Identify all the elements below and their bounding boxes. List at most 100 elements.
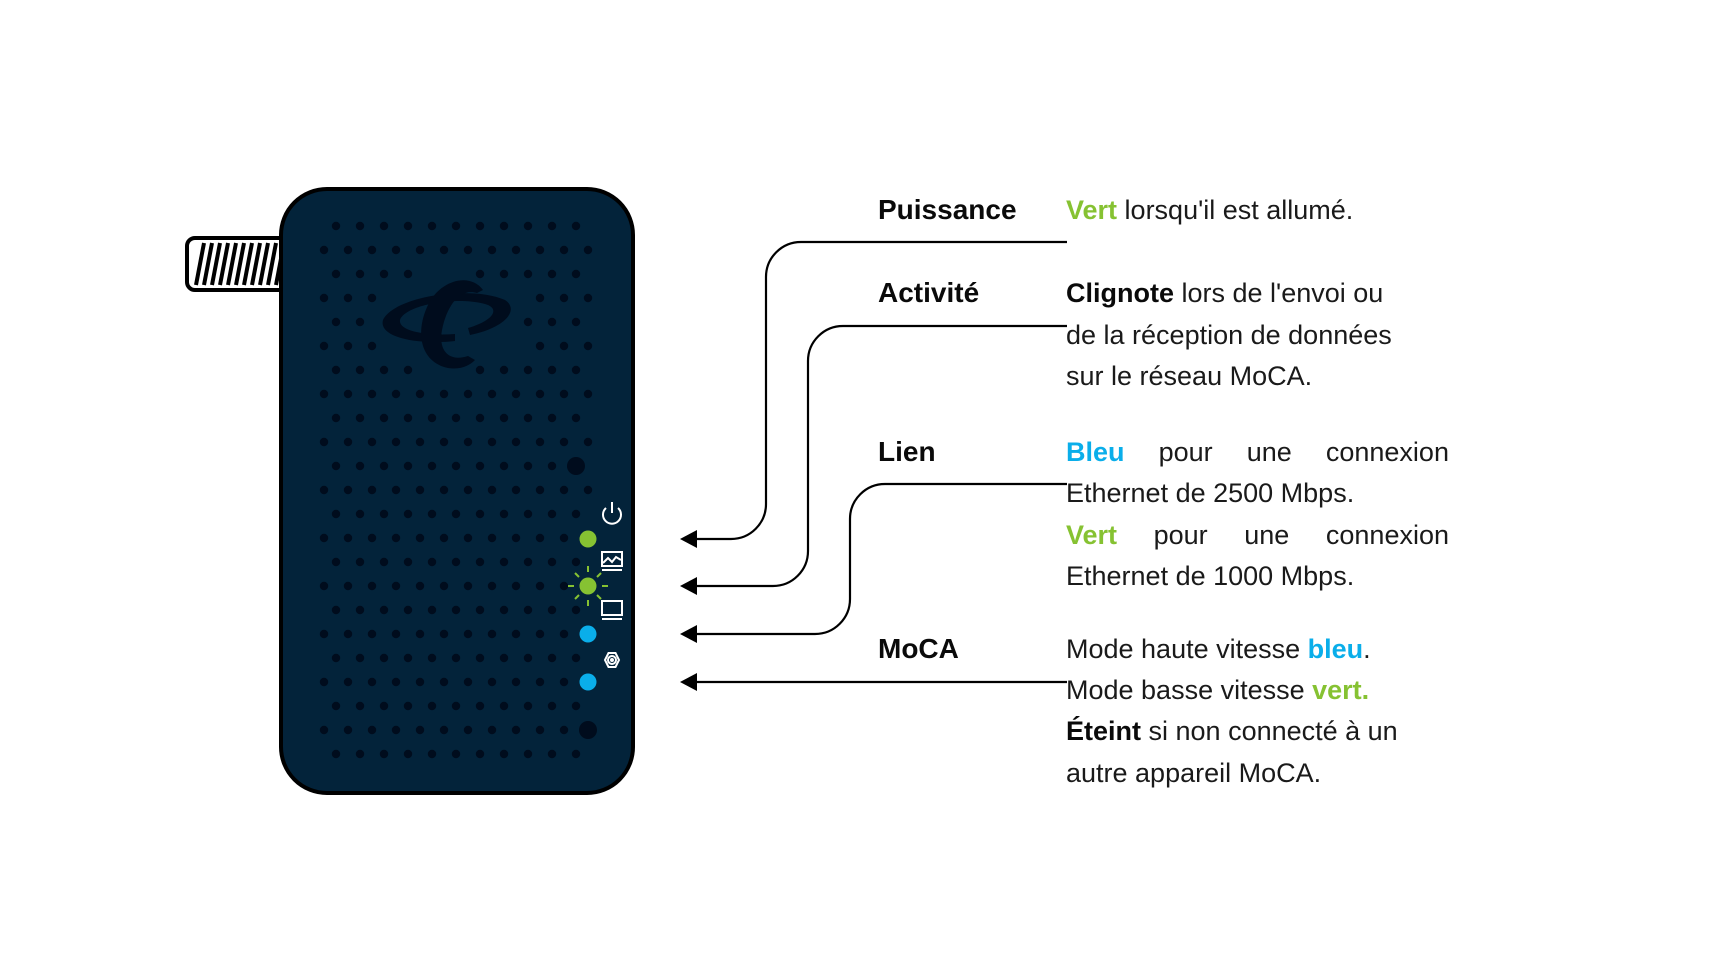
speaker-hole xyxy=(427,701,437,711)
speaker-hole xyxy=(451,557,461,567)
speaker-hole xyxy=(427,221,437,231)
activity-chart-icon xyxy=(601,551,623,571)
speaker-hole xyxy=(499,653,509,663)
speaker-hole xyxy=(475,461,485,471)
speaker-hole xyxy=(319,437,329,447)
speaker-hole xyxy=(499,221,509,231)
speaker-hole xyxy=(571,269,581,279)
speaker-hole xyxy=(523,749,533,759)
speaker-hole xyxy=(379,461,389,471)
speaker-hole xyxy=(571,413,581,423)
speaker-hole xyxy=(547,317,557,327)
speaker-hole xyxy=(391,533,401,543)
speaker-hole xyxy=(343,725,353,735)
description-text: Mode basse vitesse xyxy=(1066,675,1313,705)
speaker-hole xyxy=(451,605,461,615)
speaker-hole xyxy=(583,245,593,255)
speaker-hole xyxy=(463,437,473,447)
speaker-hole xyxy=(499,749,509,759)
power-icon xyxy=(602,502,622,525)
speaker-hole xyxy=(463,389,473,399)
speaker-hole xyxy=(367,629,377,639)
label-activity: Activité xyxy=(878,277,980,308)
speaker-hole xyxy=(571,317,581,327)
speaker-hole xyxy=(523,557,533,567)
connector-thread xyxy=(250,242,262,286)
speaker-hole xyxy=(475,221,485,231)
connector-thread xyxy=(242,242,254,286)
speaker-hole xyxy=(367,341,377,351)
speaker-hole xyxy=(343,389,353,399)
speaker-hole xyxy=(499,365,509,375)
speaker-hole xyxy=(439,533,449,543)
speaker-hole xyxy=(355,509,365,519)
label-link: Lien xyxy=(878,436,936,467)
speaker-hole xyxy=(415,533,425,543)
arrow-link xyxy=(680,625,697,643)
speaker-hole xyxy=(547,557,557,567)
connector-thread xyxy=(194,242,206,286)
speaker-hole xyxy=(475,509,485,519)
speaker-hole xyxy=(571,701,581,711)
speaker-hole xyxy=(331,221,341,231)
speaker-hole xyxy=(355,365,365,375)
speaker-hole xyxy=(499,461,509,471)
speaker-hole xyxy=(547,221,557,231)
speaker-hole xyxy=(487,725,497,735)
speaker-hole xyxy=(379,653,389,663)
description-text: pour xyxy=(1153,520,1208,550)
speaker-hole xyxy=(511,725,521,735)
leader-line-link xyxy=(690,482,1067,636)
speaker-hole xyxy=(535,677,545,687)
speaker-hole xyxy=(343,341,353,351)
speaker-hole xyxy=(415,581,425,591)
speaker-hole xyxy=(355,749,365,759)
speaker-hole xyxy=(499,509,509,519)
speaker-hole xyxy=(415,437,425,447)
description-text: Mode haute vitesse xyxy=(1066,634,1308,664)
speaker-hole xyxy=(583,485,593,495)
indicator-dot-bottom xyxy=(579,721,597,739)
speaker-hole xyxy=(439,725,449,735)
speaker-hole xyxy=(475,749,485,759)
speaker-hole xyxy=(427,749,437,759)
speaker-hole xyxy=(475,557,485,567)
speaker-hole xyxy=(451,749,461,759)
speaker-hole xyxy=(319,725,329,735)
speaker-hole xyxy=(403,701,413,711)
speaker-hole xyxy=(403,365,413,375)
speaker-hole xyxy=(523,221,533,231)
speaker-hole xyxy=(559,341,569,351)
speaker-hole xyxy=(367,581,377,591)
speaker-hole xyxy=(355,221,365,231)
speaker-hole xyxy=(343,485,353,495)
speaker-hole xyxy=(403,221,413,231)
speaker-hole xyxy=(331,509,341,519)
speaker-hole xyxy=(427,509,437,519)
speaker-hole xyxy=(559,437,569,447)
speaker-hole xyxy=(511,581,521,591)
speaker-hole xyxy=(391,485,401,495)
connector-thread xyxy=(210,242,222,286)
speaker-hole xyxy=(547,701,557,711)
speaker-hole xyxy=(367,437,377,447)
speaker-holes xyxy=(319,221,593,759)
speaker-hole xyxy=(571,509,581,519)
speaker-hole xyxy=(343,437,353,447)
speaker-hole xyxy=(523,605,533,615)
speaker-hole xyxy=(403,605,413,615)
speaker-hole xyxy=(511,245,521,255)
speaker-hole xyxy=(355,461,365,471)
description-power-line: Vert lorsqu'il est allumé. xyxy=(1066,194,1449,226)
connector-thread xyxy=(202,242,214,286)
speaker-hole xyxy=(379,557,389,567)
description-activity-line: sur le réseau MoCA. xyxy=(1066,360,1449,392)
description-text: lorsqu'il est allumé. xyxy=(1117,195,1354,225)
speaker-hole xyxy=(463,677,473,687)
speaker-hole xyxy=(439,581,449,591)
speaker-hole xyxy=(319,293,329,303)
speaker-hole xyxy=(319,533,329,543)
speaker-hole xyxy=(367,485,377,495)
